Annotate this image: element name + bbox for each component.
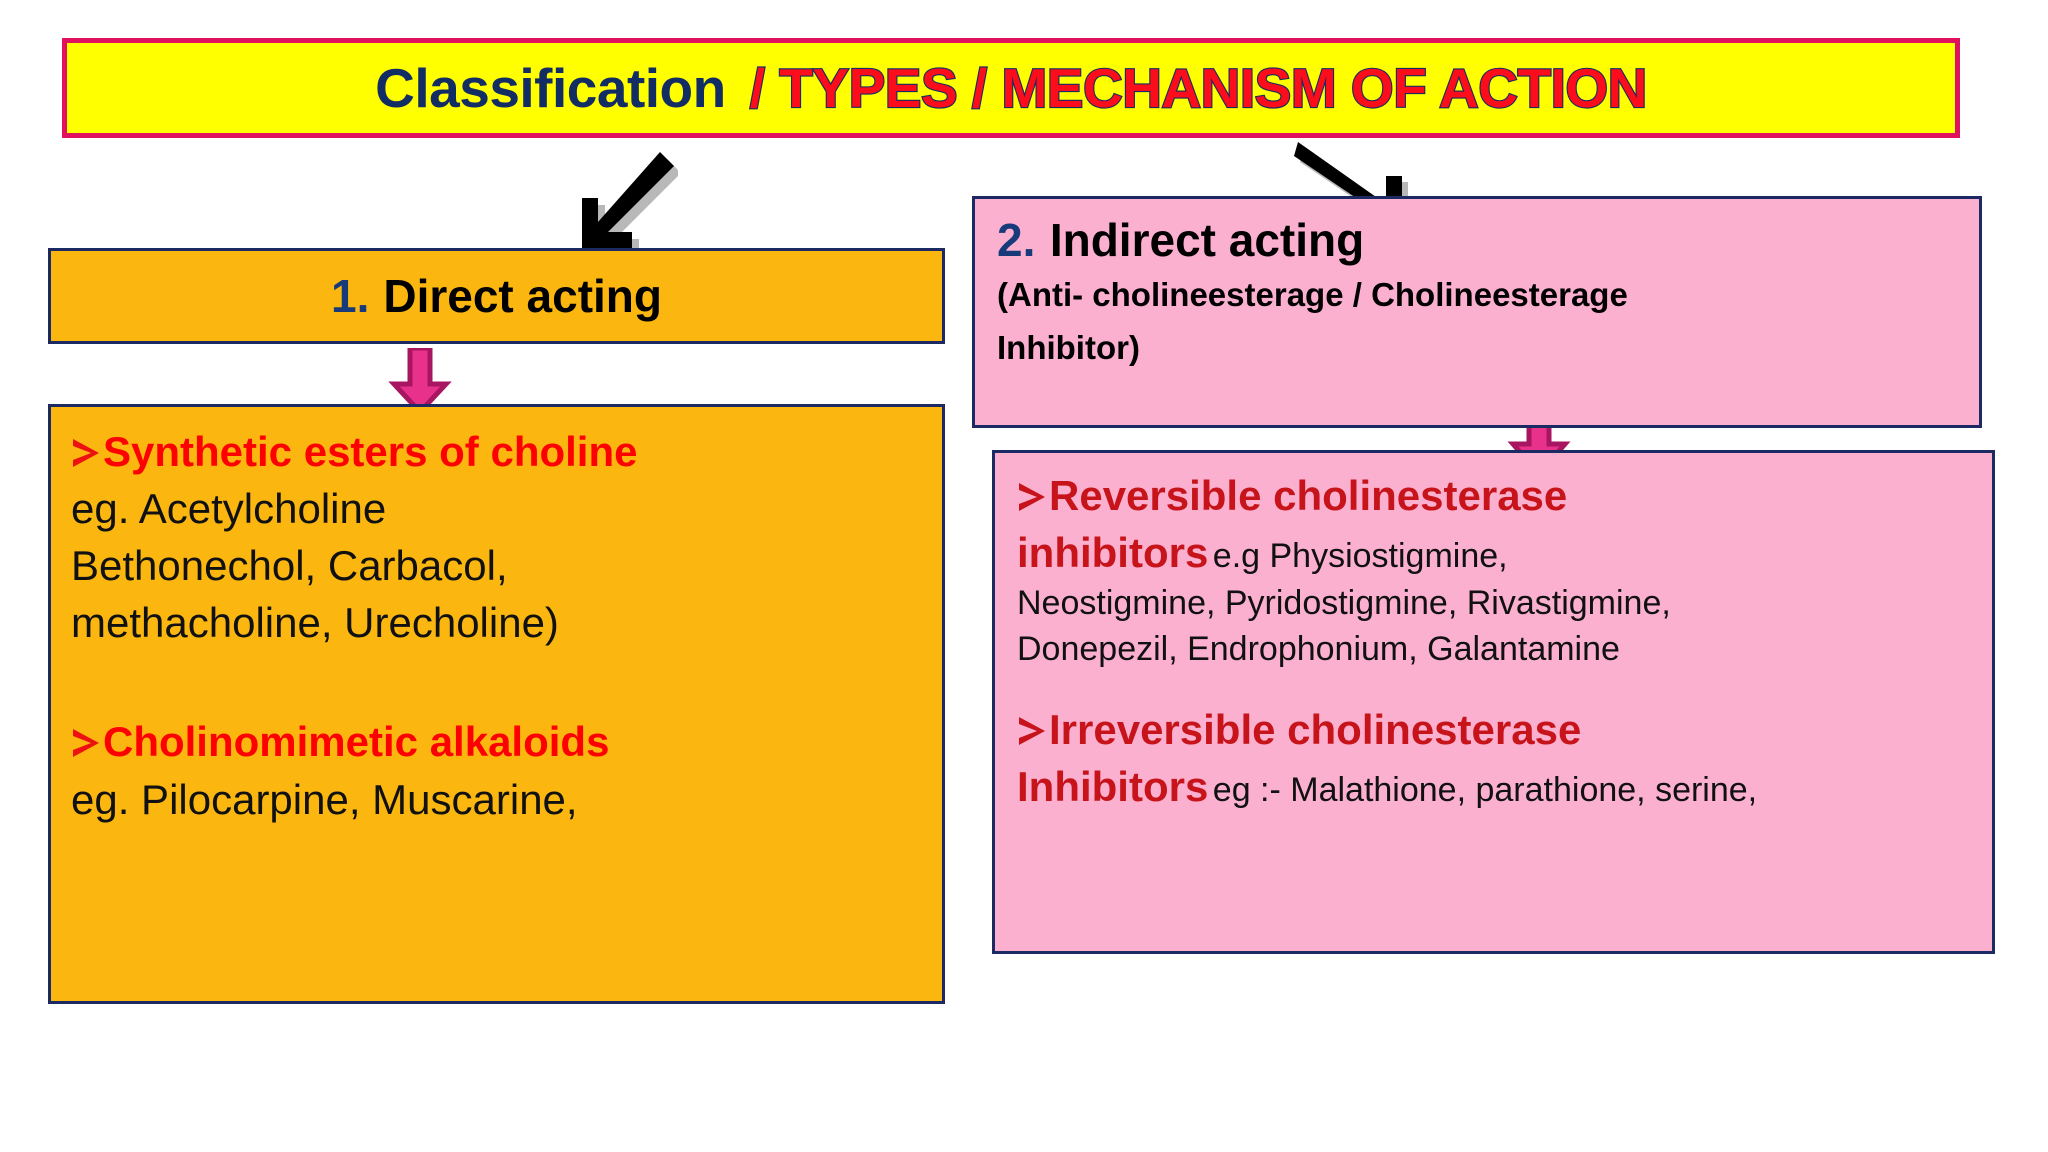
direct-group1-line-0: eg. Acetylcholine: [71, 485, 387, 533]
indirect-group2-inline-examples: eg :- Malathione, parathione, serine,: [1212, 771, 1758, 810]
arrow-bullet-icon: [1017, 714, 1047, 748]
title-classification-text: Classification: [375, 57, 726, 119]
indirect-group2-title-row-1: Irreversible cholinesterase: [1017, 701, 1974, 758]
indirect-subtitle-line-1: Inhibitor): [997, 328, 1140, 366]
title-types-mechanism-text: / TYPES / MECHANISM OF ACTION: [749, 56, 1649, 120]
direct-acting-number: 1.: [330, 270, 370, 322]
direct-group1-line-1: Bethonechol, Carbacol,: [71, 542, 508, 590]
direct-body-spacer: [71, 651, 922, 713]
indirect-group1-line-1: Donepezil, Endrophonium, Galantamine: [1017, 630, 1620, 669]
indirect-subtitle-line-0: (Anti- cholineesterage / Cholineesterage: [997, 276, 1628, 313]
indirect-group2-title-line-2: Inhibitors: [1017, 763, 1209, 811]
indirect-group1-inline-examples: e.g Physiostigmine,: [1212, 537, 1508, 576]
indirect-group1-line-0: Neostigmine, Pyridostigmine, Rivastigmin…: [1017, 584, 1671, 623]
direct-group1-line-2: methacholine, Urecholine): [71, 599, 559, 647]
indirect-group1-title-row-1: Reversible cholinesterase: [1017, 467, 1974, 524]
indirect-body-spacer: [1017, 673, 1974, 701]
indirect-group1-title-line-1: Reversible cholinesterase: [1049, 472, 1568, 519]
indirect-group2-title-row-2: Inhibitors eg :- Malathione, parathione,…: [1017, 758, 1974, 815]
indirect-acting-heading-row: 2. Indirect acting: [997, 213, 1957, 267]
arrow-bullet-icon: [1017, 480, 1047, 514]
indirect-group2-title-line-1: Irreversible cholinesterase: [1049, 706, 1582, 753]
direct-group1-title-row: Synthetic esters of choline: [71, 423, 922, 480]
indirect-acting-label: Indirect acting: [1049, 214, 1365, 266]
indirect-group1-title-line-2: inhibitors: [1017, 529, 1209, 577]
indirect-acting-header-box: 2. Indirect acting (Anti- cholineesterag…: [972, 196, 1982, 428]
direct-acting-label: Direct acting: [383, 270, 662, 322]
indirect-acting-number: 2.: [997, 214, 1036, 266]
direct-group2-title-row: Cholinomimetic alkaloids: [71, 713, 922, 770]
direct-group1-title: Synthetic esters of choline: [103, 428, 638, 475]
indirect-acting-body-box: Reversible cholinesterase inhibitors e.g…: [992, 450, 1995, 954]
arrow-down-icon: [386, 345, 454, 421]
direct-group2-line-0: eg. Pilocarpine, Muscarine,: [71, 775, 578, 823]
slide-title-banner: Classification / TYPES / MECHANISM OF AC…: [62, 38, 1960, 138]
arrow-bullet-icon: [71, 726, 101, 760]
indirect-group1-title-row-2: inhibitors e.g Physiostigmine,: [1017, 524, 1974, 581]
arrow-down-left-icon: [558, 148, 681, 265]
arrow-bullet-icon: [71, 436, 101, 470]
direct-group2-title: Cholinomimetic alkaloids: [103, 718, 610, 766]
direct-acting-header-box: 1. Direct acting: [48, 248, 945, 344]
direct-acting-body-box: Synthetic esters of choline eg. Acetylch…: [48, 404, 945, 1004]
